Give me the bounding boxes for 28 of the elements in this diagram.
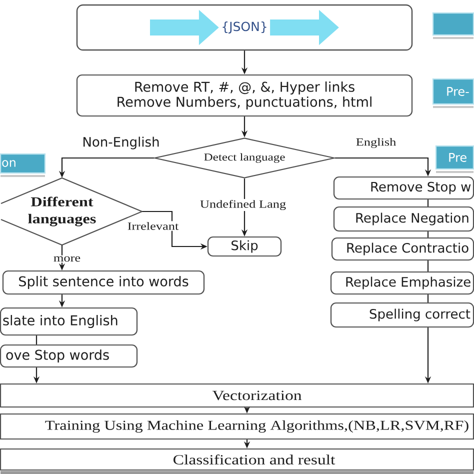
- process-box: Replace Emphasize: [330, 271, 474, 295]
- edge-label: Irrelevant: [126, 221, 180, 231]
- edge-label: Undefined Lang: [198, 198, 288, 212]
- connector-line: [427, 200, 429, 206]
- connector-line: [36, 336, 38, 344]
- section-tab: Pre-: [432, 78, 474, 108]
- connector-line: [427, 260, 429, 272]
- section-tab: Pre: [435, 145, 474, 173]
- process-box: Split sentence into words: [2, 270, 205, 295]
- edge-label: English: [354, 137, 398, 149]
- process-box: Spelling correct: [330, 302, 474, 328]
- process-box: Skip: [207, 236, 282, 257]
- connector-line: [427, 294, 429, 302]
- process-box: Remove RT, #, @, &, Hyper links Remove Numbers, punctuations, html: [76, 74, 413, 117]
- rounded-box: [76, 4, 413, 51]
- process-band: Training Using Machine Learning Algorithms,(NB,LR,SVM,RF): [0, 413, 474, 440]
- process-box: Replace Contractio: [331, 237, 474, 261]
- process-box: ove Stop words: [0, 344, 138, 368]
- edge-label: more: [52, 255, 82, 263]
- process-box: Remove Stop w: [333, 176, 474, 200]
- section-tab: on: [0, 153, 46, 177]
- process-band: Vectorization: [0, 383, 474, 408]
- process-box: Replace Negation: [333, 206, 474, 232]
- format-label: {JSON}: [222, 22, 266, 34]
- process-band: Classification and result: [0, 448, 474, 474]
- process-box: slate into English: [0, 307, 138, 336]
- connector-line: [427, 232, 429, 238]
- section-tab: [432, 12, 474, 39]
